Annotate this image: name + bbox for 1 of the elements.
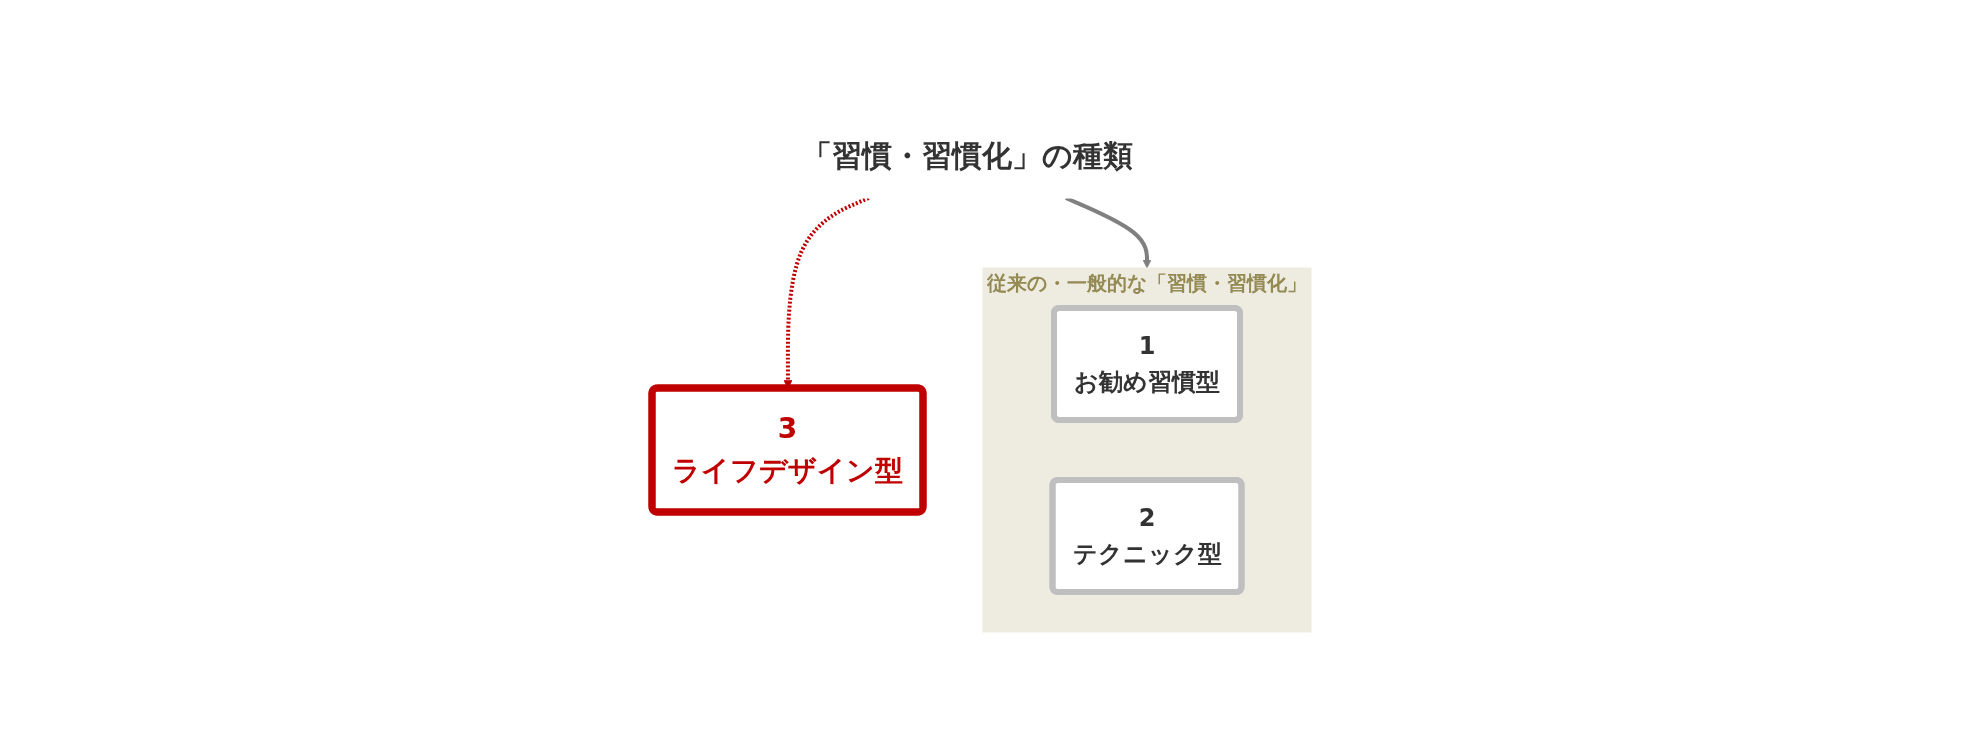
node-text: 「習慣・習慣化」の種類: [801, 137, 1133, 173]
